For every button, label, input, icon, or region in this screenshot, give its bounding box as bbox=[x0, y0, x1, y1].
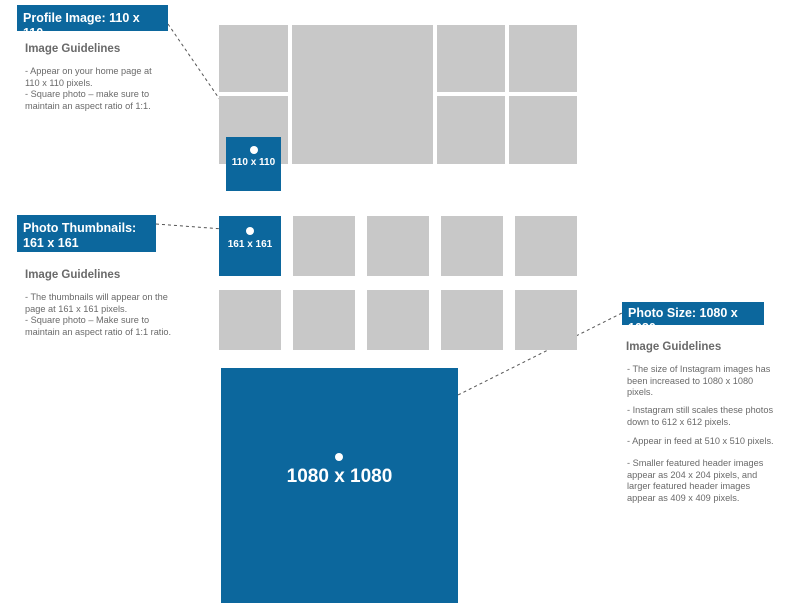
thumbnail-dot bbox=[246, 227, 254, 235]
thumbnail-tile bbox=[441, 290, 503, 350]
grid-tile bbox=[437, 25, 505, 92]
thumbnail-label: Photo Thumbnails: 161 x 161 bbox=[17, 215, 156, 252]
profile-size-text: 110 x 110 bbox=[231, 157, 276, 168]
photo-size-text: 1080 x 1080 bbox=[286, 466, 393, 487]
profile-dot bbox=[250, 146, 258, 154]
photo-guideline-4: - Smaller featured header images appear … bbox=[627, 458, 764, 503]
photo-dot bbox=[335, 453, 343, 461]
profile-image-box: 110 x 110 bbox=[226, 137, 281, 191]
grid-tile bbox=[219, 25, 288, 92]
thumbnail-tile bbox=[367, 290, 429, 350]
photo-guidelines-title: Image Guidelines bbox=[626, 341, 722, 353]
thumbnail-tile bbox=[515, 216, 577, 276]
photo-label: Photo Size: 1080 x 1080 bbox=[622, 302, 764, 335]
photo-guideline-1: - The size of Instagram images has been … bbox=[627, 364, 771, 397]
photo-box: 1080 x 1080 bbox=[221, 368, 458, 603]
thumbnail-tile bbox=[293, 216, 355, 276]
thumbnail-size-text: 161 x 161 bbox=[227, 239, 273, 250]
photo-guideline-2: - Instagram still scales these photos do… bbox=[627, 405, 774, 427]
thumbnail-label-line-1: Photo Thumbnails: bbox=[23, 221, 137, 235]
grid-tile-large bbox=[292, 25, 433, 164]
thumbnail-tile bbox=[219, 290, 281, 350]
profile-guideline-2: - Square photo – make sure to maintain a… bbox=[25, 89, 151, 111]
thumbnail-guideline-2: - Square photo – Make sure to maintain a… bbox=[25, 315, 172, 337]
thumbnail-label-line-2: 161 x 161 bbox=[23, 236, 79, 250]
photo-connector bbox=[339, 312, 623, 455]
thumbnail-tile bbox=[293, 290, 355, 350]
grid-tile bbox=[437, 96, 505, 164]
profile-label: Profile Image: 110 x 110 bbox=[17, 5, 168, 40]
thumbnail-tile bbox=[441, 216, 503, 276]
profile-connector bbox=[167, 23, 254, 149]
thumbnail-guidelines-title: Image Guidelines bbox=[25, 269, 121, 281]
grid-tile bbox=[509, 96, 577, 164]
photo-guideline-3: - Appear in feed at 510 x 510 pixels. bbox=[627, 436, 774, 446]
thumbnail-guideline-1: - The thumbnails will appear on the page… bbox=[25, 292, 168, 314]
profile-guidelines-title: Image Guidelines bbox=[25, 43, 121, 55]
profile-guideline-1: - Appear on your home page at 110 x 110 … bbox=[25, 66, 152, 88]
thumbnail-box: 161 x 161 bbox=[219, 216, 281, 276]
thumbnail-tile bbox=[515, 290, 577, 350]
thumbnail-tile bbox=[367, 216, 429, 276]
grid-tile bbox=[509, 25, 577, 92]
